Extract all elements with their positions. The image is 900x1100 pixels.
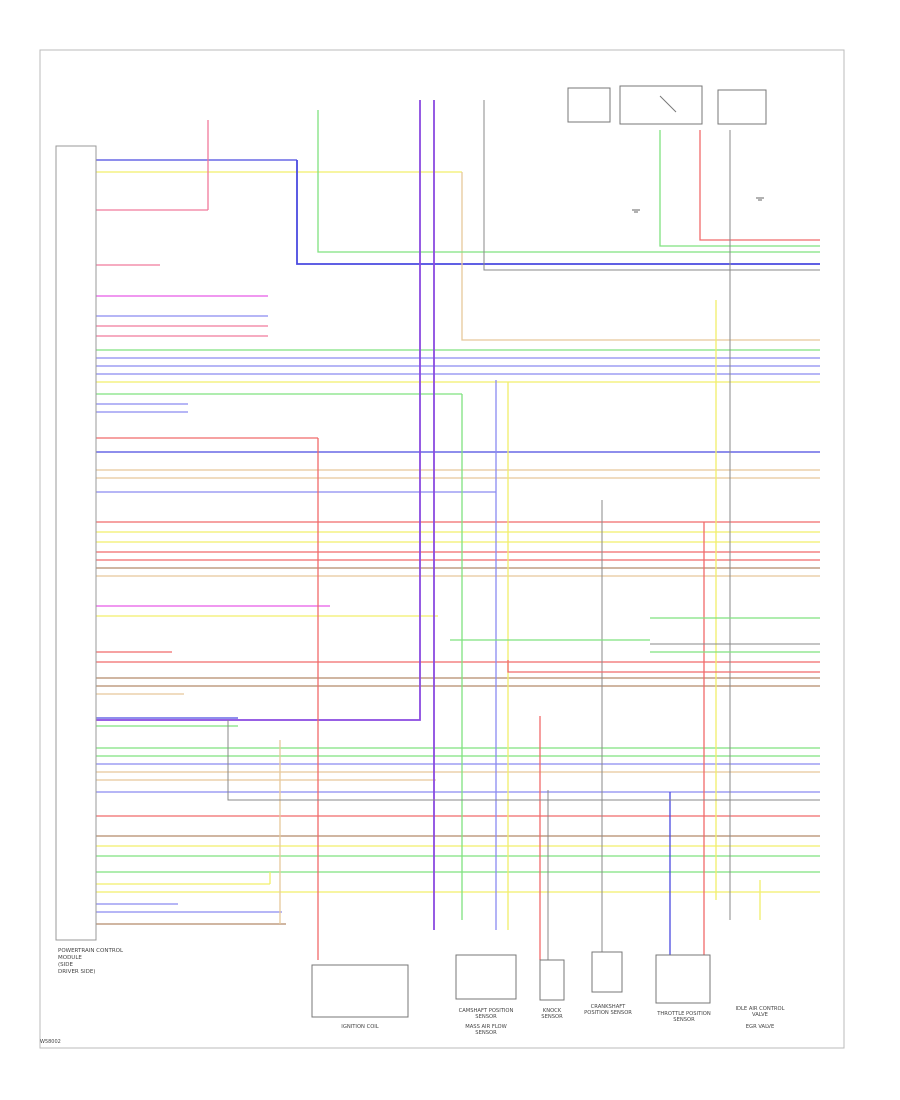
mass-air-flow-sensor-label-line: SENSOR (475, 1030, 497, 1036)
bottom-component-3 (539, 959, 565, 1001)
knock-sensor-label-line: KNOCK (543, 1008, 562, 1014)
top-component-2 (619, 85, 703, 125)
egr-valve-label-line: EGR VALVE (746, 1024, 774, 1030)
green-top-run (317, 110, 820, 253)
bottom-component-5 (655, 954, 711, 1004)
top-component-1 (567, 87, 611, 123)
camshaft-position-sensor-label-line: SENSOR (475, 1014, 497, 1020)
ignition-coil-label-line: IGNITION COIL (341, 1024, 379, 1030)
ecm-caption: POWERTRAIN CONTROL MODULE (SIDE DRIVER S… (58, 948, 124, 975)
crankshaft-position-sensor-label-line: POSITION SENSOR (584, 1010, 632, 1016)
ground-symbol-2 (756, 197, 764, 201)
purple-branch (96, 100, 421, 721)
red-top-run (699, 130, 820, 241)
mass-air-flow-sensor-label-line: MASS AIR FLOW (465, 1024, 507, 1030)
ignition-coil-label: IGNITION COIL (341, 1024, 379, 1030)
throttle-position-sensor-label-line: SENSOR (673, 1017, 695, 1023)
bottom-component-1 (311, 964, 409, 1018)
top-component-3 (717, 89, 767, 125)
gray-ground (483, 100, 820, 271)
idle-air-control-valve-label-line: IDLE AIR CONTROL (735, 1006, 784, 1012)
green-top-run-2 (659, 130, 820, 247)
red-jog (507, 660, 820, 673)
camshaft-position-sensor-label-line: CAMSHAFT POSITION (459, 1008, 514, 1014)
tan-trunk (461, 172, 820, 341)
throttle-position-sensor-label-line: THROTTLE POSITION (656, 1011, 711, 1017)
diagram-border (39, 49, 845, 1049)
wire-harness (96, 100, 820, 960)
blue-trunk (296, 160, 820, 265)
bottom-component-4 (591, 951, 623, 993)
knock-sensor-label-line: SENSOR (541, 1014, 563, 1020)
crankshaft-position-sensor-label-line: CRANKSHAFT (591, 1004, 626, 1010)
gray-ground-run (227, 720, 820, 801)
bottom-component-2 (455, 954, 517, 1000)
top-components (567, 85, 767, 213)
ecm-connector (55, 145, 97, 941)
page-reference: W58002 (40, 1039, 61, 1045)
ground-symbol-1 (632, 209, 640, 213)
idle-air-control-valve-label-line: VALVE (752, 1012, 768, 1018)
relay-contact-symbol (659, 95, 677, 113)
egr-valve-label: EGR VALVE (746, 1024, 774, 1030)
